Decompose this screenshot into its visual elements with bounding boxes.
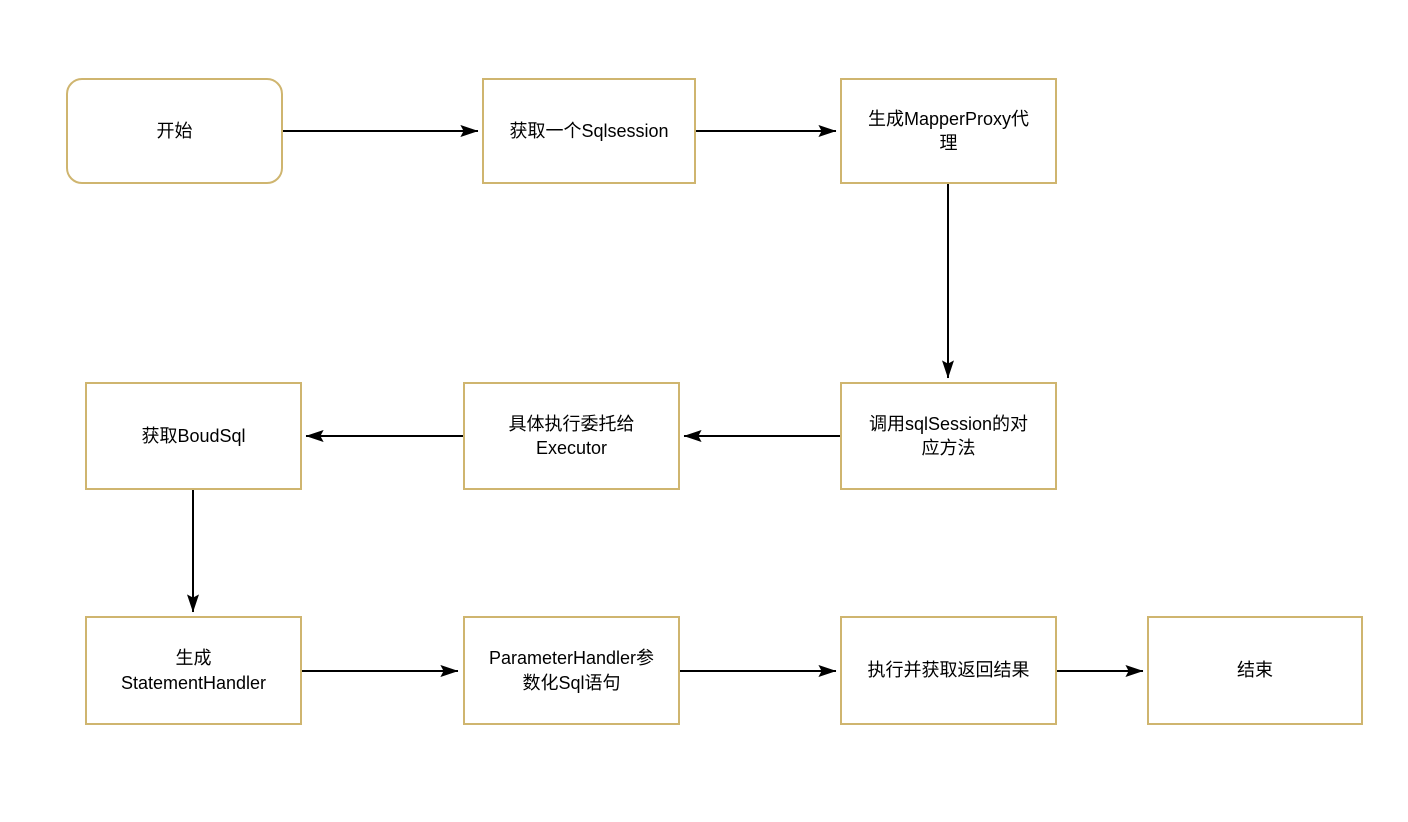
node-get-sqlsession: 获取一个Sqlsession <box>482 78 696 184</box>
node-delegate-executor: 具体执行委托给 Executor <box>463 382 680 490</box>
node-end: 结束 <box>1147 616 1363 725</box>
node-start: 开始 <box>66 78 283 184</box>
node-get-boudsql: 获取BoudSql <box>85 382 302 490</box>
node-create-mapperproxy: 生成MapperProxy代 理 <box>840 78 1057 184</box>
node-create-statementhandler: 生成 StatementHandler <box>85 616 302 725</box>
node-parameterhandler-parameterize-sql: ParameterHandler参 数化Sql语句 <box>463 616 680 725</box>
node-execute-and-get-result: 执行并获取返回结果 <box>840 616 1057 725</box>
node-call-sqlsession-method: 调用sqlSession的对 应方法 <box>840 382 1057 490</box>
